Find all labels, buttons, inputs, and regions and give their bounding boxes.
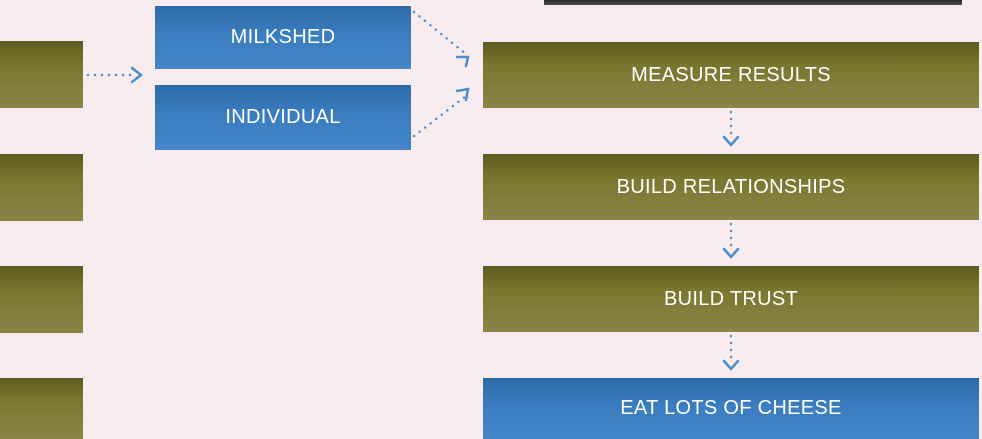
milkshed-label: MILKSHED: [230, 26, 336, 48]
build-relationships-box: BUILD RELATIONSHIPS: [483, 154, 979, 220]
arrow-individual-to-measure: [412, 87, 470, 138]
top-dark-image-edge: [544, 0, 962, 5]
arrow-measure-to-relationships: [722, 110, 740, 147]
individual-label: INDIVIDUAL: [225, 106, 341, 128]
arrow-milkshed-to-measure: [412, 10, 470, 68]
measure-results-label: MEASURE RESULTS: [631, 63, 831, 86]
eat-cheese-box: EAT LOTS OF CHEESE: [483, 378, 979, 439]
left-partial-box-4: [0, 378, 83, 439]
arrow-left-to-blue: [86, 66, 144, 84]
arrow-relationships-to-trust: [722, 222, 740, 259]
left-partial-box-3: [0, 266, 83, 333]
measure-results-box: MEASURE RESULTS: [483, 42, 979, 108]
left-partial-box-2: [0, 154, 83, 221]
build-trust-box: BUILD TRUST: [483, 266, 979, 332]
build-relationships-label: BUILD RELATIONSHIPS: [616, 175, 846, 198]
eat-cheese-label: EAT LOTS OF CHEESE: [620, 397, 842, 419]
arrow-trust-to-cheese: [722, 334, 740, 371]
build-trust-label: BUILD TRUST: [663, 287, 799, 310]
individual-box: INDIVIDUAL: [155, 85, 411, 150]
milkshed-box: MILKSHED: [155, 6, 411, 69]
left-partial-box-1: [0, 41, 83, 108]
